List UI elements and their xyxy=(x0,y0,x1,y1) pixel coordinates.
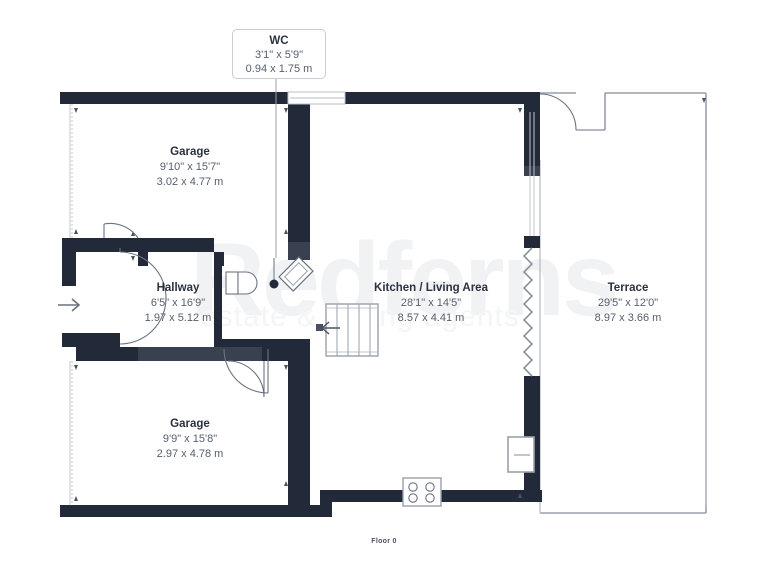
kitchen-dimension-ticks xyxy=(518,98,706,498)
hallway-dim-imperial: 6'5" x 16'9" xyxy=(150,297,206,309)
terrace-dim-metric: 8.97 x 3.66 m xyxy=(594,312,662,324)
wall-accent-segments xyxy=(76,166,540,361)
wc-name: WC xyxy=(269,35,289,47)
wc-toilet-fixture xyxy=(225,271,258,295)
hallway-name: Hallway xyxy=(156,282,200,294)
garage-door-top xyxy=(69,104,73,238)
kitchen-living-name: Kitchen / Living Area xyxy=(374,282,488,294)
garage-door-swing-bottom xyxy=(227,360,265,398)
room-label-garage-top: Garage 9'10" x 15'7" 3.02 x 4.77 m xyxy=(108,145,272,190)
garage-door-bottom xyxy=(69,361,73,505)
ceiling-light-icon xyxy=(269,258,279,289)
dimension-ticks xyxy=(74,108,288,501)
garage-top-dim-imperial: 9'10" x 15'7" xyxy=(159,161,221,173)
room-label-garage-bottom: Garage 9'9" x 15'8" 2.97 x 4.78 m xyxy=(108,417,272,462)
garage-top-name: Garage xyxy=(170,146,210,158)
floor-label: Floor 0 xyxy=(371,538,397,545)
garage-bottom-dim-metric: 2.97 x 4.78 m xyxy=(156,448,224,460)
staircase xyxy=(316,303,379,357)
kitchen-inner-edge xyxy=(529,112,535,236)
garage-bottom-name: Garage xyxy=(170,418,210,430)
entrance-direction-arrow xyxy=(58,298,81,312)
wc-basin-fixture xyxy=(278,256,314,292)
kitchen-hob-fixture xyxy=(402,477,442,507)
wc-door-swing xyxy=(223,348,269,394)
terrace-door-swing xyxy=(539,93,606,131)
kitchen-sink-unit xyxy=(507,436,535,473)
wc-dim-metric: 0.94 x 1.75 m xyxy=(245,63,313,75)
garage-top-dim-metric: 3.02 x 4.77 m xyxy=(156,176,224,188)
room-label-wc: WC 3'1" x 5'9" 0.94 x 1.75 m xyxy=(232,29,326,79)
wc-dim-imperial: 3'1" x 5'9" xyxy=(254,49,304,61)
entrance-door-swing xyxy=(119,248,167,345)
terrace-dim-imperial: 29'5" x 12'0" xyxy=(597,297,659,309)
garage-bottom-dim-imperial: 9'9" x 15'8" xyxy=(162,433,218,445)
bifold-door-divider xyxy=(522,247,534,377)
hallway-dim-metric: 1.97 x 5.12 m xyxy=(144,312,212,324)
room-label-hallway: Hallway 6'5" x 16'9" 1.97 x 5.12 m xyxy=(96,281,260,326)
terrace-outline xyxy=(540,92,707,514)
room-label-kitchen-living: Kitchen / Living Area 28'1" x 14'5" 8.57… xyxy=(336,281,526,326)
kitchen-living-dim-imperial: 28'1" x 14'5" xyxy=(400,297,462,309)
top-wall-window xyxy=(287,91,346,105)
terrace-name: Terrace xyxy=(607,282,649,294)
room-label-terrace: Terrace 29'5" x 12'0" 8.97 x 3.66 m xyxy=(546,281,710,326)
kitchen-living-dim-metric: 8.57 x 4.41 m xyxy=(397,312,465,324)
garage-door-swing-top xyxy=(103,222,139,239)
